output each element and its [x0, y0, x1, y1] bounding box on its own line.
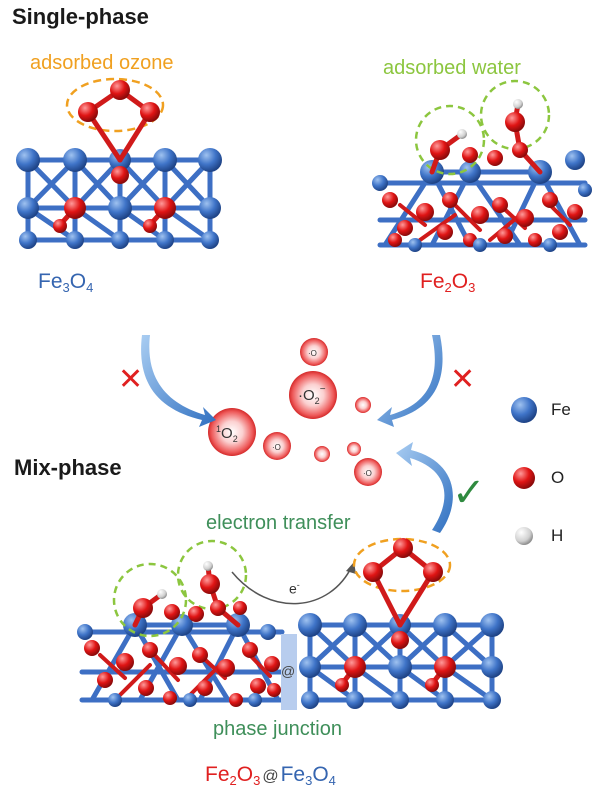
- label-adsorbed-water-top: adsorbed water: [383, 57, 521, 79]
- legend-label-h: H: [551, 526, 564, 545]
- legend-spheres: [511, 397, 537, 545]
- fe2o3-slab-bottom: [77, 613, 285, 707]
- superoxide-label: ·O2−: [298, 384, 326, 406]
- adsorbed-ozone-top: [65, 77, 165, 163]
- legend-label-fe: Fe: [551, 400, 571, 419]
- svg-text:·O: ·O: [363, 469, 372, 478]
- label-junction-symbol: @: [281, 663, 296, 679]
- ros-bubble-6: [354, 458, 382, 486]
- legend-h-sphere: [515, 527, 533, 545]
- legend-label-o: O: [551, 468, 565, 487]
- label-electron-transfer: electron transfer: [206, 512, 351, 534]
- label-adsorbed-ozone-top: adsorbed ozone: [30, 52, 174, 74]
- legend-o-sphere: [513, 467, 535, 489]
- ros-bubble-superoxide: [289, 371, 337, 419]
- adsorbed-water-bottom: [112, 539, 248, 638]
- cross-mark-left: ✕: [118, 363, 144, 396]
- fe3o4-slab-bottom: [298, 613, 504, 709]
- fe2o3-slab-top: [372, 150, 592, 252]
- check-mark: ✓: [452, 471, 486, 515]
- reactive-species-cloud: ·O ·O ·O 1O2 ·O2−: [208, 338, 382, 486]
- fe3o4-slab-top: [16, 148, 222, 249]
- arrow-right-blocked: [377, 335, 443, 427]
- formula-fe3o4: Fe3O4: [38, 270, 94, 295]
- formula-composite: Fe2O3@Fe3O4: [205, 763, 336, 788]
- svg-text:·O: ·O: [272, 443, 281, 452]
- arrow-mix-allowed: [396, 442, 453, 533]
- ros-bubble-5: [347, 442, 361, 456]
- label-phase-junction: phase junction: [213, 718, 342, 740]
- arrow-left-blocked: [141, 335, 216, 427]
- ros-bubble-singlet-oxygen: [208, 408, 256, 456]
- ros-bubble-3: [263, 432, 291, 460]
- cross-mark-right: ✕: [450, 363, 476, 396]
- ros-bubble-4: [314, 446, 330, 462]
- formula-fe2o3: Fe2O3: [420, 270, 476, 295]
- ros-bubble-1: [300, 338, 328, 366]
- heading-mix-phase: Mix-phase: [14, 455, 122, 480]
- ros-bubble-2: [355, 397, 371, 413]
- heading-single-phase: Single-phase: [12, 4, 149, 29]
- singlet-oxygen-label: 1O2: [216, 424, 238, 444]
- phase-junction-interface: [281, 634, 297, 710]
- svg-text:·O: ·O: [308, 349, 317, 358]
- adsorbed-water-top: [414, 79, 551, 176]
- adsorbed-ozone-bottom: [352, 537, 452, 628]
- legend-fe-sphere: [511, 397, 537, 423]
- label-electron: e-: [289, 580, 300, 597]
